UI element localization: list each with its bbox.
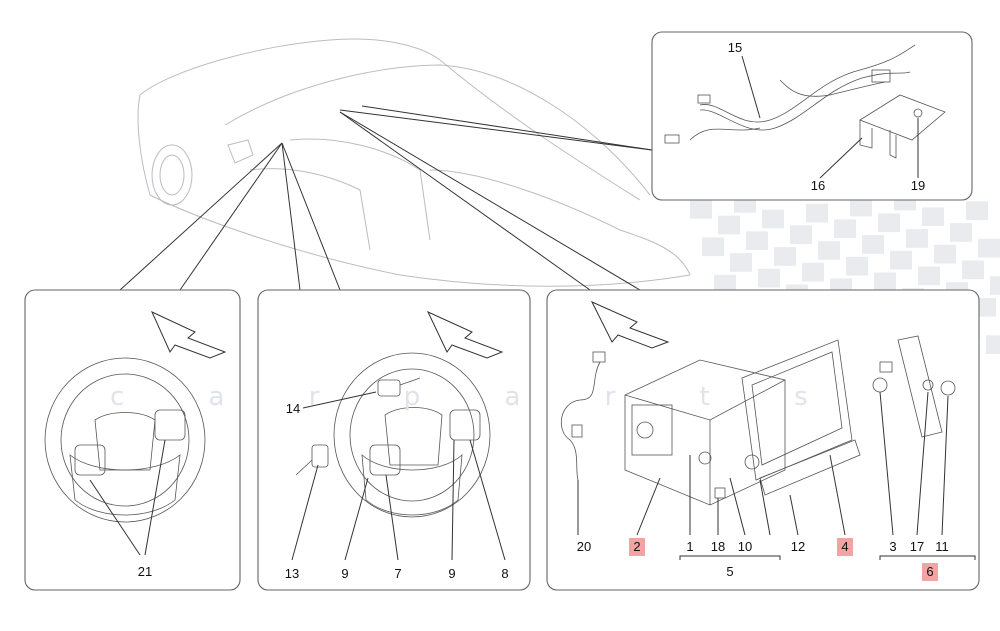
part-label: 16 (811, 178, 825, 193)
inset-harness (651, 31, 973, 201)
checker-square (790, 225, 812, 245)
checker-square (934, 244, 956, 264)
checker-square (962, 260, 984, 280)
checker-square (690, 200, 712, 219)
callout-lines (119, 105, 653, 291)
checker-square (746, 231, 768, 251)
checker-square (818, 241, 840, 260)
checker-square (758, 268, 780, 288)
checker-square (878, 213, 900, 233)
checker-square (702, 237, 724, 257)
part-label-highlighted: 2 (633, 539, 640, 554)
watermark-text: c a r p a r t s (110, 382, 846, 412)
checker-square (922, 207, 944, 227)
part-label: 7 (394, 566, 401, 581)
part-label: 13 (285, 566, 299, 581)
part-label: 10 (738, 539, 752, 554)
part-label: 12 (791, 539, 805, 554)
inset-head-unit (546, 289, 980, 591)
part-label: 17 (910, 539, 924, 554)
part-label-highlighted: 4 (841, 539, 848, 554)
checker-square (718, 215, 740, 235)
checker-square (762, 209, 784, 229)
checker-square (714, 274, 736, 294)
highlight-box (837, 538, 853, 556)
inset-steering-wheel-middle (257, 289, 531, 591)
checker-square (834, 219, 856, 239)
checker-square (846, 256, 868, 276)
checker-square (730, 253, 752, 272)
highlight-box (922, 563, 938, 581)
part-label: 1 (686, 539, 693, 554)
checker-square (918, 266, 940, 286)
checker-square (862, 235, 884, 254)
part-label: 11 (935, 539, 949, 554)
inset-steering-wheel-left (24, 289, 241, 591)
part-label: 3 (889, 539, 896, 554)
checker-square (890, 250, 912, 270)
checker-square (802, 262, 824, 282)
part-label: 21 (138, 564, 152, 579)
checker-square (850, 197, 872, 217)
part-label: 18 (711, 539, 725, 554)
part-label: 20 (577, 539, 591, 554)
checker-square (874, 272, 896, 292)
part-label: 19 (911, 178, 925, 193)
part-label: 15 (728, 40, 742, 55)
checker-square (774, 247, 796, 266)
part-label: 9 (341, 566, 348, 581)
checker-square (986, 335, 1000, 354)
checker-square (978, 238, 1000, 258)
checker-square (966, 201, 988, 221)
checker-square (950, 223, 972, 242)
checker-square (906, 229, 928, 248)
part-label: 14 (286, 401, 300, 416)
part-label: 8 (501, 566, 508, 581)
checker-square (990, 276, 1000, 295)
part-label-highlighted: 6 (926, 564, 933, 579)
checker-square (806, 203, 828, 223)
car-outline (137, 38, 691, 287)
highlight-box (629, 538, 645, 556)
part-label: 5 (726, 564, 733, 579)
part-label: 9 (448, 566, 455, 581)
